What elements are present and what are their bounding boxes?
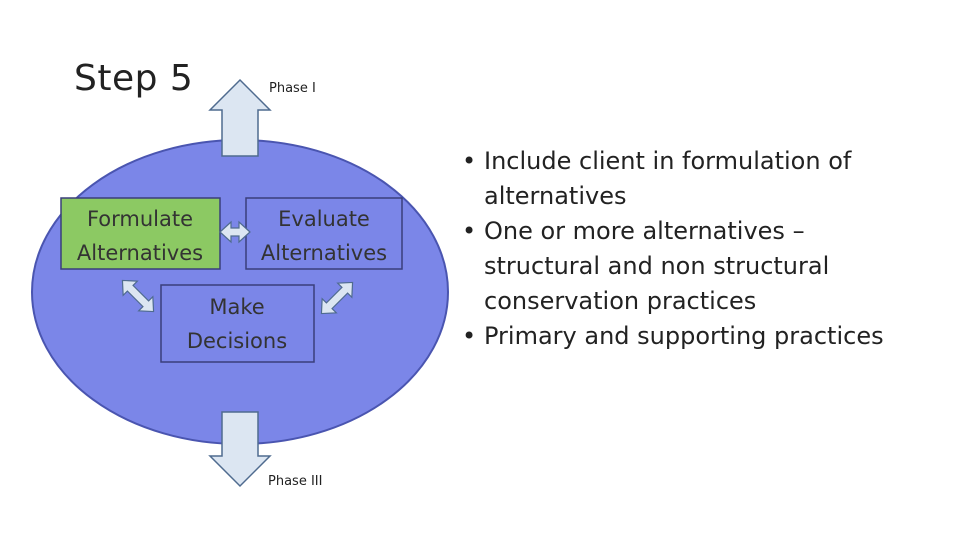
double-arrow-horizontal-icon (219, 220, 251, 244)
down-arrow-icon (208, 411, 272, 488)
formulate-alternatives-box (60, 197, 221, 270)
bullet-item: One or more alternatives – structural an… (456, 214, 916, 319)
bullet-item: Include client in formulation of alterna… (456, 144, 916, 214)
evaluate-line-1: Evaluate (278, 207, 370, 231)
make-decisions-box (160, 284, 315, 363)
formulate-line-2: Alternatives (77, 241, 203, 265)
evaluate-line-2: Alternatives (261, 241, 387, 265)
bullet-list: Include client in formulation of alterna… (456, 144, 916, 354)
formulate-line-1: Formulate (87, 207, 193, 231)
slide-title: Step 5 (74, 58, 194, 99)
phase-ellipse (31, 139, 449, 445)
bullet-item: Primary and supporting practices (456, 319, 916, 354)
up-arrow-icon (208, 78, 272, 157)
double-arrow-diagonal-left-icon (121, 279, 155, 313)
decide-line-1: Make (209, 295, 264, 319)
decide-line-2: Decisions (187, 329, 287, 353)
double-arrow-diagonal-right-icon (320, 281, 354, 315)
phase-bottom-label: Phase III (268, 474, 322, 489)
phase-top-label: Phase I (269, 81, 316, 96)
